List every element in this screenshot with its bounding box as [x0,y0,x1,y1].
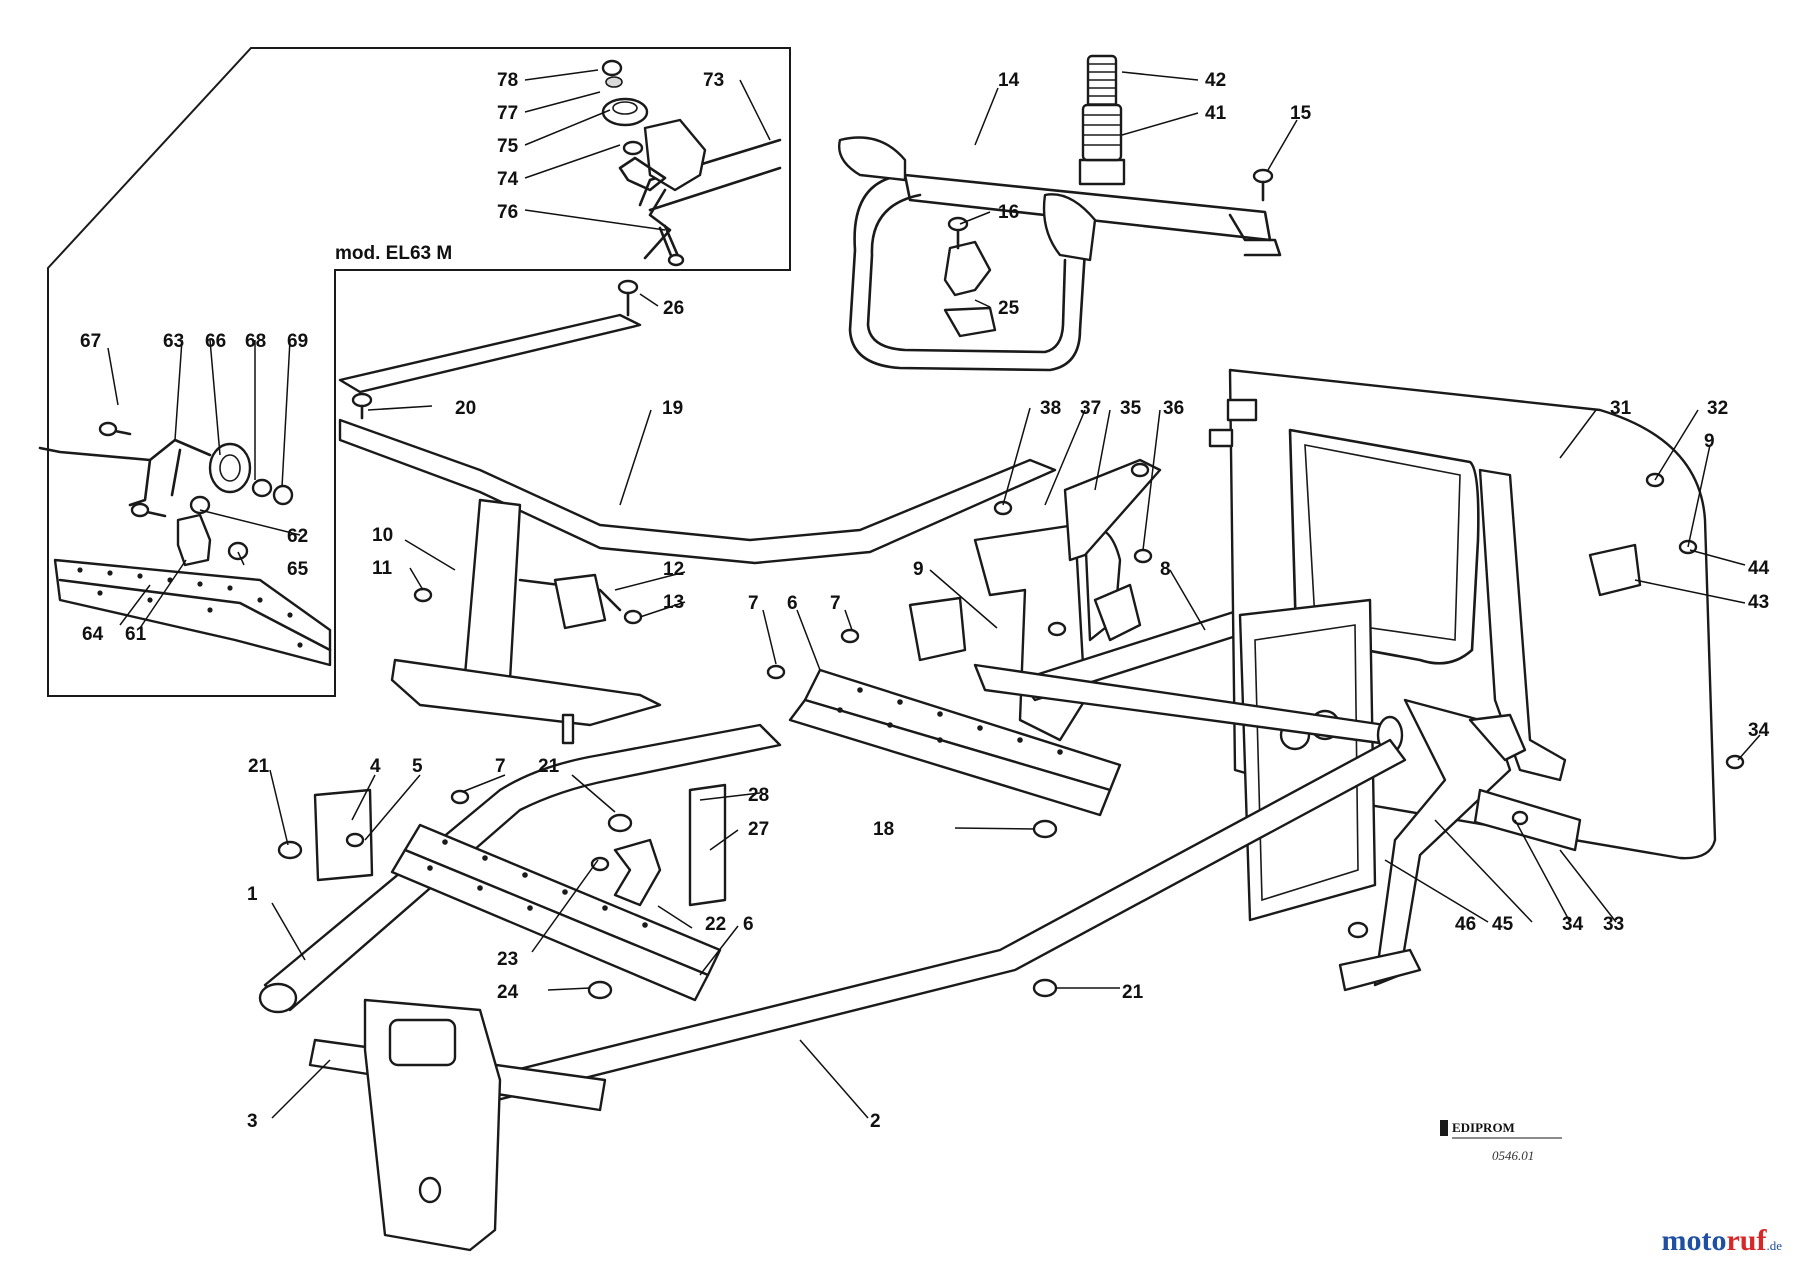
callout-5: 5 [412,756,423,777]
callout-68: 68 [245,331,266,352]
callout-31: 31 [1610,398,1632,419]
callout-32: 32 [1707,398,1728,419]
callout-73: 73 [703,70,724,91]
publisher-name: EDIPROM [1452,1120,1515,1135]
callout-labels: 78 77 75 74 76 73 67 63 66 68 69 62 65 6… [80,70,1770,1132]
callout-9-rear: 9 [1704,431,1715,452]
callout-62: 62 [287,526,308,547]
callout-25: 25 [998,298,1020,319]
callout-43: 43 [1748,592,1769,613]
callout-20: 20 [455,398,476,419]
height-adjust-45 [1338,698,1582,992]
callout-8: 8 [1160,559,1171,580]
front-support-3 [308,998,607,1252]
callout-34-right: 34 [1748,720,1770,741]
inset-title: mod. EL63 M [335,243,452,264]
callout-27: 27 [748,819,769,840]
callout-42: 42 [1205,70,1226,91]
callout-6-upper: 6 [787,593,798,614]
callout-16: 16 [998,202,1019,223]
main-frame-tube-1 [258,723,782,1014]
cross-member-6-lower [313,783,727,1002]
callout-6-lower: 6 [743,914,754,935]
callout-78: 78 [497,70,518,91]
publisher-mark: EDIPROM 0546.01 [1440,1120,1562,1163]
callout-9-mid: 9 [913,559,924,580]
spring-42 [1086,54,1118,114]
callout-26: 26 [663,298,684,319]
callout-10: 10 [372,525,393,546]
callout-4: 4 [370,756,381,777]
callout-21-b: 21 [538,756,560,777]
callout-1: 1 [247,884,258,905]
callout-7-c: 7 [495,756,506,777]
callout-45: 45 [1492,914,1514,935]
callout-76: 76 [497,202,518,223]
callout-69: 69 [287,331,308,352]
callout-13: 13 [663,592,684,613]
callout-35: 35 [1120,398,1142,419]
drawing-code: 0546.01 [1492,1148,1534,1163]
callout-34-bottom: 34 [1562,914,1584,935]
leader-lines [107,69,1761,1119]
inset-pulley-detail [38,421,332,667]
inset-panel: mod. EL63 M [38,47,791,697]
inset-mount-detail [601,59,782,267]
watermark-logo: motoruf.de [1661,1224,1782,1257]
callout-22: 22 [705,914,726,935]
callout-65: 65 [287,559,309,580]
callout-3: 3 [247,1111,258,1132]
steering-support-10 [390,498,662,745]
callout-77: 77 [497,103,518,124]
callout-63: 63 [163,331,184,352]
cross-member-6-upper [788,668,1122,817]
callout-46: 46 [1455,914,1476,935]
callout-41: 41 [1205,103,1227,124]
callout-44: 44 [1748,558,1770,579]
strap-26 [338,279,642,420]
callout-37: 37 [1080,398,1101,419]
callout-24: 24 [497,982,519,1003]
callout-11: 11 [372,558,393,579]
callout-64: 64 [82,624,104,645]
seat-support [838,54,1282,372]
callout-23: 23 [497,949,518,970]
callout-61: 61 [125,624,147,645]
transverse-bar-19 [338,418,1057,565]
callout-2: 2 [870,1111,881,1132]
callout-36: 36 [1163,398,1184,419]
callout-21-c: 21 [1122,982,1144,1003]
callout-7-b: 7 [830,593,841,614]
callout-38: 38 [1040,398,1061,419]
callout-18: 18 [873,819,894,840]
callout-74: 74 [497,169,519,190]
callout-19: 19 [662,398,683,419]
callout-33: 33 [1603,914,1624,935]
callout-14: 14 [998,70,1020,91]
callout-21-a: 21 [248,756,270,777]
callout-67: 67 [80,331,101,352]
spring-41 [1081,103,1123,162]
callout-12: 12 [663,559,684,580]
callout-15: 15 [1290,103,1312,124]
callout-28: 28 [748,785,769,806]
callout-7-a: 7 [748,593,759,614]
callout-66: 66 [205,331,226,352]
callout-75: 75 [497,136,519,157]
